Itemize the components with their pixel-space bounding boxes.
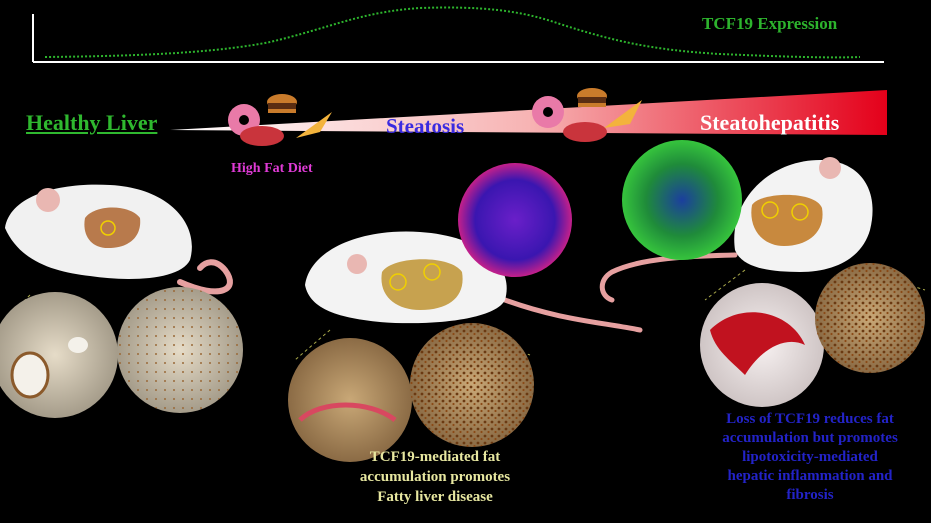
caption-steatohepatitis: Loss of TCF19 reduces fat accumulation b…	[700, 410, 920, 505]
caption-line: Fatty liver disease	[377, 489, 493, 505]
steak-icon	[240, 126, 284, 146]
caption-line: fibrosis	[786, 487, 834, 503]
caption-line: Loss of TCF19 reduces fat	[726, 411, 894, 427]
immunofluorescence-steatohepatitis	[622, 140, 742, 260]
stage-healthy-liver: Healthy Liver	[26, 110, 158, 135]
liver-icon	[84, 207, 141, 248]
expression-plot	[32, 6, 884, 63]
diet-label: High Fat Diet	[231, 161, 313, 176]
immunofluorescence-steatosis	[458, 163, 572, 277]
steak-icon	[563, 122, 607, 142]
pizza-icon	[296, 112, 332, 138]
caption-line: lipotoxicity-mediated	[742, 449, 878, 465]
liver-icon	[751, 194, 823, 246]
caption-steatosis: TCF19-mediated fat accumulation promotes…	[320, 447, 550, 507]
expression-label: TCF19 Expression	[702, 14, 838, 33]
food-icons-left	[228, 94, 332, 146]
caption-line: accumulation but promotes	[722, 430, 898, 446]
caption-line: hepatic inflammation and	[727, 468, 893, 484]
stage-steatosis: Steatosis	[386, 114, 465, 138]
histology-he-steatosis	[288, 338, 412, 462]
histology-steatohepatitis	[700, 263, 925, 407]
stage-steatohepatitis: Steatohepatitis	[700, 110, 840, 135]
mouse-steatosis	[305, 231, 643, 333]
histology-healthy	[0, 287, 243, 418]
expression-curve	[44, 6, 861, 59]
histology-steatosis	[288, 323, 534, 462]
mouse-healthy	[5, 184, 233, 295]
liver-icon	[381, 259, 463, 310]
histology-he-healthy	[0, 292, 118, 418]
caption-line: TCF19-mediated fat	[369, 449, 501, 465]
progression-wedge	[170, 90, 887, 135]
pizza-icon	[604, 100, 642, 128]
food-icons-right	[532, 88, 642, 142]
caption-line: accumulation promotes	[359, 469, 511, 485]
